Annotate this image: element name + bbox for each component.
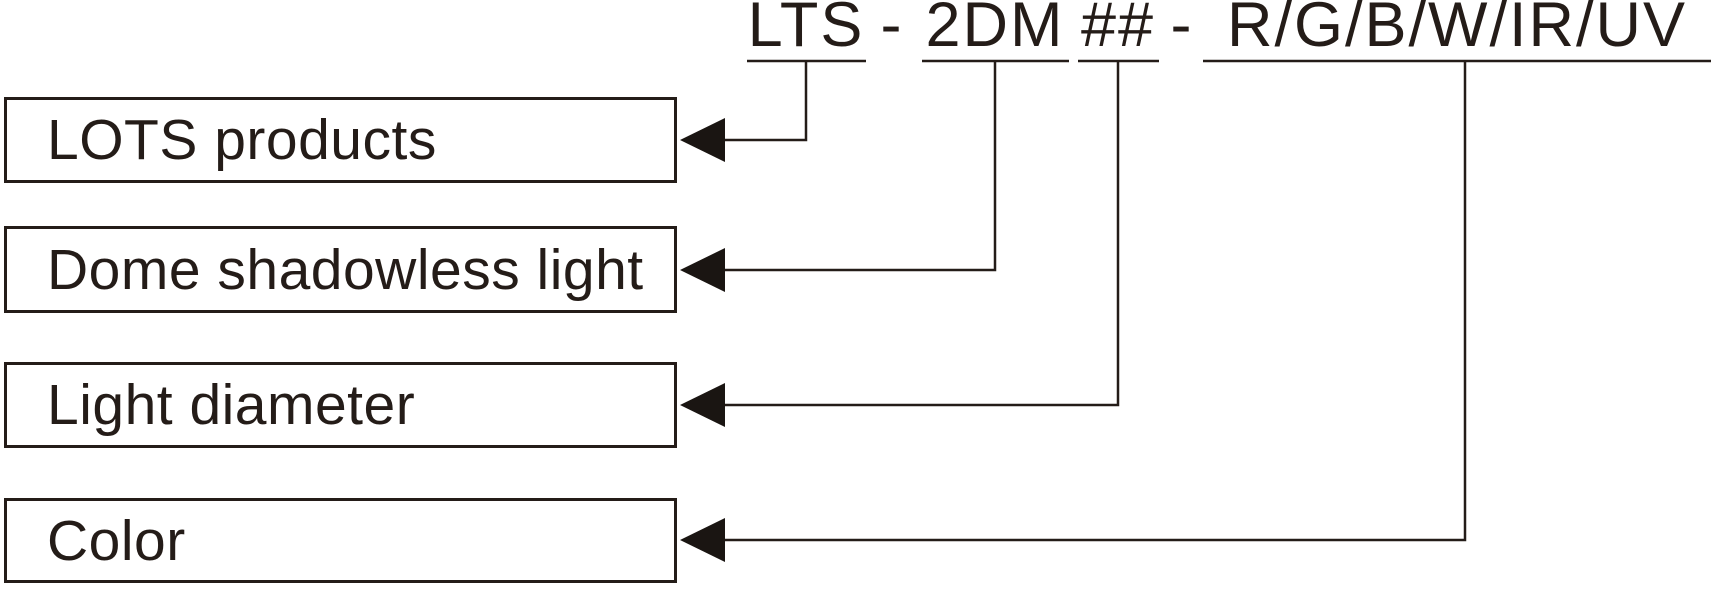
code-segment-type: 2DM bbox=[925, 0, 1065, 60]
wire-color-options-to-color bbox=[723, 61, 1467, 542]
arrowhead-lots-products bbox=[680, 118, 725, 162]
arrowhead-light-diameter bbox=[680, 383, 725, 427]
label-dome-shadowless-light: Dome shadowless light bbox=[47, 237, 644, 302]
arrowhead-dome-shadowless-light bbox=[680, 248, 725, 292]
code-segment-diameter: ## bbox=[1080, 0, 1156, 60]
label-box-dome-shadowless-light: Dome shadowless light bbox=[4, 226, 677, 313]
code-segment-separator-1: - bbox=[880, 0, 904, 60]
label-light-diameter: Light diameter bbox=[47, 373, 416, 437]
label-box-lots-products: LOTS products bbox=[4, 97, 677, 183]
label-color: Color bbox=[47, 508, 186, 573]
label-box-light-diameter: Light diameter bbox=[4, 362, 677, 448]
code-segment-separator-2: - bbox=[1170, 0, 1194, 60]
label-box-color: Color bbox=[4, 498, 677, 583]
wire-type-to-dome-shadowless-light bbox=[723, 61, 997, 272]
wire-series-to-lots-products bbox=[723, 61, 808, 142]
wire-diameter-to-light-diameter bbox=[723, 61, 1120, 407]
arrowhead-color bbox=[680, 518, 725, 562]
label-lots-products: LOTS products bbox=[47, 108, 437, 172]
code-segment-series: LTS bbox=[747, 0, 865, 60]
code-segment-color-options: R/G/B/W/IR/UV bbox=[1226, 0, 1688, 60]
